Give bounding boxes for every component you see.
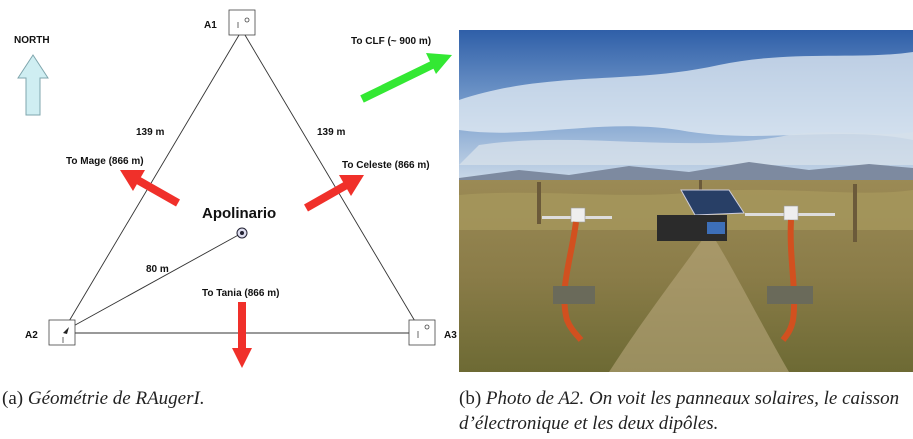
north-label: NORTH (14, 35, 50, 46)
arrow-to-tania-icon (232, 302, 252, 368)
caption-b-text: Photo de A2. On voit les panneaux solair… (459, 388, 900, 434)
arrow-to-celeste-label: To Celeste (866 m) (342, 160, 430, 171)
station-a2-label: A2 (25, 330, 38, 341)
station-a1-box (228, 9, 256, 36)
apolinario-label: Apolinario (202, 205, 276, 222)
distance-right-label: 139 m (317, 127, 345, 138)
array-geometry-diagram: NORTH A1 A2 A3 139 m 139 m 80 m Apolinar… (14, 9, 457, 368)
caption-a-text: Géométrie de RAugerI. (27, 388, 205, 409)
station-a1-label: A1 (204, 20, 217, 31)
caption-b: (b) Photo de A2. On voit les panneaux so… (459, 386, 913, 436)
a2-station-photo (459, 30, 913, 372)
station-a3-label: A3 (444, 330, 457, 341)
arrow-to-clf-icon (360, 53, 452, 103)
north-arrow-icon (17, 54, 49, 116)
arrow-to-tania-label: To Tania (866 m) (202, 288, 279, 299)
arrow-to-clf-label: To CLF (~ 900 m) (351, 36, 431, 47)
caption-a: (a) Géométrie de RAugerI. (2, 386, 442, 411)
arrow-to-celeste-icon (304, 175, 364, 212)
apolinario-station-icon (236, 227, 248, 239)
caption-b-tag: (b) (459, 388, 482, 409)
station-a3-box (408, 319, 436, 346)
caption-a-tag: (a) (2, 388, 24, 409)
distance-left-label: 139 m (136, 127, 164, 138)
arrow-to-mage-label: To Mage (866 m) (66, 156, 144, 167)
distance-center-label: 80 m (146, 264, 169, 275)
arrow-to-mage-icon (120, 170, 180, 207)
station-a2-box (48, 319, 76, 346)
